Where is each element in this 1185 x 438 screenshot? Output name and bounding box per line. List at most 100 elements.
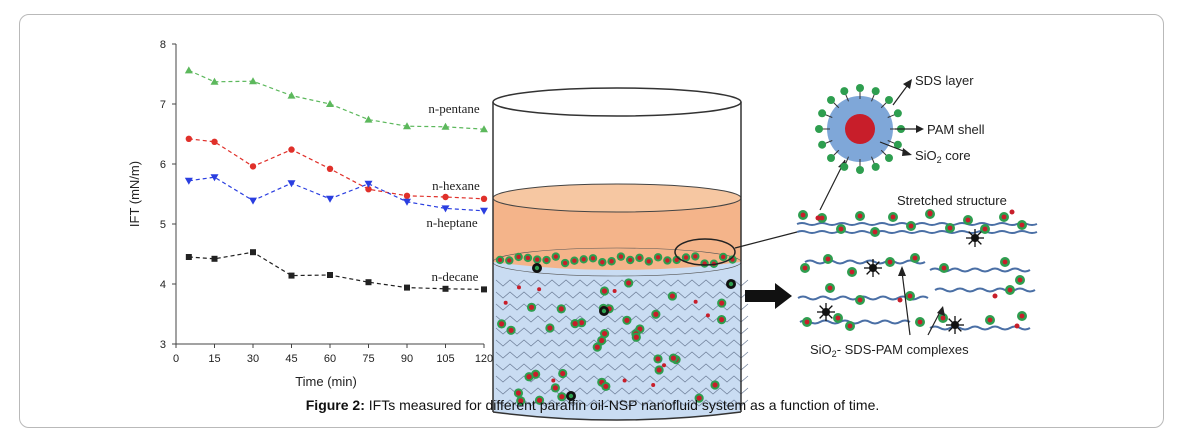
x-tick-label: 105 (436, 353, 454, 365)
data-point-n-decane (327, 272, 333, 278)
nanoparticle-core (626, 280, 632, 286)
data-point-n-decane (481, 286, 487, 293)
nanoparticle-detail (815, 84, 905, 174)
complex-core (987, 317, 993, 323)
free-core (622, 378, 627, 383)
free-core (1014, 323, 1020, 329)
complex-core (1002, 259, 1008, 265)
complex-core (804, 319, 810, 325)
nanoparticle-core (572, 258, 577, 263)
nanoparticle-core (656, 367, 662, 373)
free-core (815, 215, 821, 221)
data-point-n-decane (250, 249, 256, 256)
nanoparticle-core (526, 374, 532, 380)
free-core (551, 378, 556, 383)
free-core (992, 293, 998, 299)
complex-core (912, 255, 918, 261)
nanoparticle-core (669, 293, 675, 299)
polymer-chain (796, 230, 1038, 234)
nanoparticle-core (518, 398, 524, 404)
series-label-n-hexane: n-hexane (432, 178, 480, 193)
y-tick-label: 4 (160, 279, 166, 291)
data-point-n-hexane (288, 146, 295, 153)
sio2-core-label: SiO2 core (915, 148, 971, 165)
nanoparticle-core (497, 257, 503, 263)
complex-core (1019, 313, 1025, 319)
free-core (1009, 209, 1015, 215)
zoom-circle (674, 238, 736, 266)
sds-head (884, 96, 893, 105)
polymer-chain (934, 287, 1036, 293)
complex-core (849, 269, 855, 275)
complex-core (887, 259, 893, 265)
data-point-n-decane (404, 284, 410, 291)
complex-core (1019, 222, 1025, 228)
free-core (662, 363, 667, 368)
nanoparticle-core (653, 311, 659, 317)
y-tick-label: 3 (160, 339, 166, 351)
complex-core (838, 226, 844, 232)
sio2-core (845, 114, 875, 144)
free-core (612, 288, 617, 293)
sds-layer (815, 84, 905, 174)
nanoparticle-core (599, 337, 605, 344)
complex-core (800, 212, 806, 218)
data-point-n-heptane (326, 195, 334, 203)
nanoparticle-core (560, 370, 566, 377)
micelle (822, 308, 830, 316)
complex-core (1001, 214, 1007, 220)
data-point-n-heptane (441, 205, 450, 213)
free-core (927, 210, 933, 216)
beaker-diagram (492, 87, 749, 421)
nanoparticle-core (581, 257, 586, 262)
nanoparticle-core (553, 254, 558, 259)
complex-core (1007, 287, 1013, 293)
nanoparticle-core (719, 317, 725, 323)
complex-core (872, 229, 878, 235)
x-tick-label: 120 (475, 353, 493, 365)
mesh-row (495, 339, 749, 347)
free-core (651, 383, 656, 388)
complex-core (907, 293, 913, 299)
nanoparticle-core (547, 325, 553, 331)
data-point-n-pentane (480, 125, 488, 133)
mesh-row (495, 291, 749, 299)
data-point-n-heptane (364, 180, 373, 188)
nanoparticle-core (603, 383, 609, 390)
caption-prefix: Figure 2: (305, 397, 365, 413)
data-point-n-heptane (287, 180, 296, 188)
polymer-chains (796, 209, 1038, 334)
y-tick-label: 6 (160, 159, 166, 171)
nanoparticle-core (712, 382, 718, 388)
complexes-label: SiO2- SDS-PAM complexes (810, 342, 969, 359)
polymer-chain (796, 222, 1038, 226)
data-point-n-pentane (184, 66, 193, 74)
polymer-chain (929, 325, 1031, 331)
x-tick-label: 45 (285, 353, 297, 365)
complex-core (802, 265, 808, 271)
nanoparticle-core (646, 259, 651, 264)
y-tick-label: 8 (160, 39, 166, 51)
mesh-row (495, 315, 749, 323)
micelle (869, 264, 877, 272)
complex-core (908, 223, 914, 229)
sds-head (840, 87, 849, 96)
nanoparticle-core (683, 255, 689, 260)
caption-text: IFTs measured for different paraffin oil… (368, 397, 880, 413)
polymer-chain (799, 319, 911, 325)
nanoparticle-core (535, 257, 540, 262)
nanoparticle-core (558, 306, 564, 312)
nanoparticle-core (562, 260, 568, 266)
sds-head (827, 153, 836, 162)
nanoparticle-core (693, 254, 698, 259)
data-point-n-pentane (210, 77, 219, 85)
complex-core (890, 214, 896, 220)
polymer-chain (804, 259, 926, 265)
nanoparticle-core (516, 254, 521, 260)
micelle (971, 234, 979, 242)
nanoparticle-core (665, 258, 670, 263)
micelle-core (728, 281, 734, 287)
data-point-n-hexane (185, 135, 193, 142)
data-point-n-heptane (184, 177, 193, 185)
